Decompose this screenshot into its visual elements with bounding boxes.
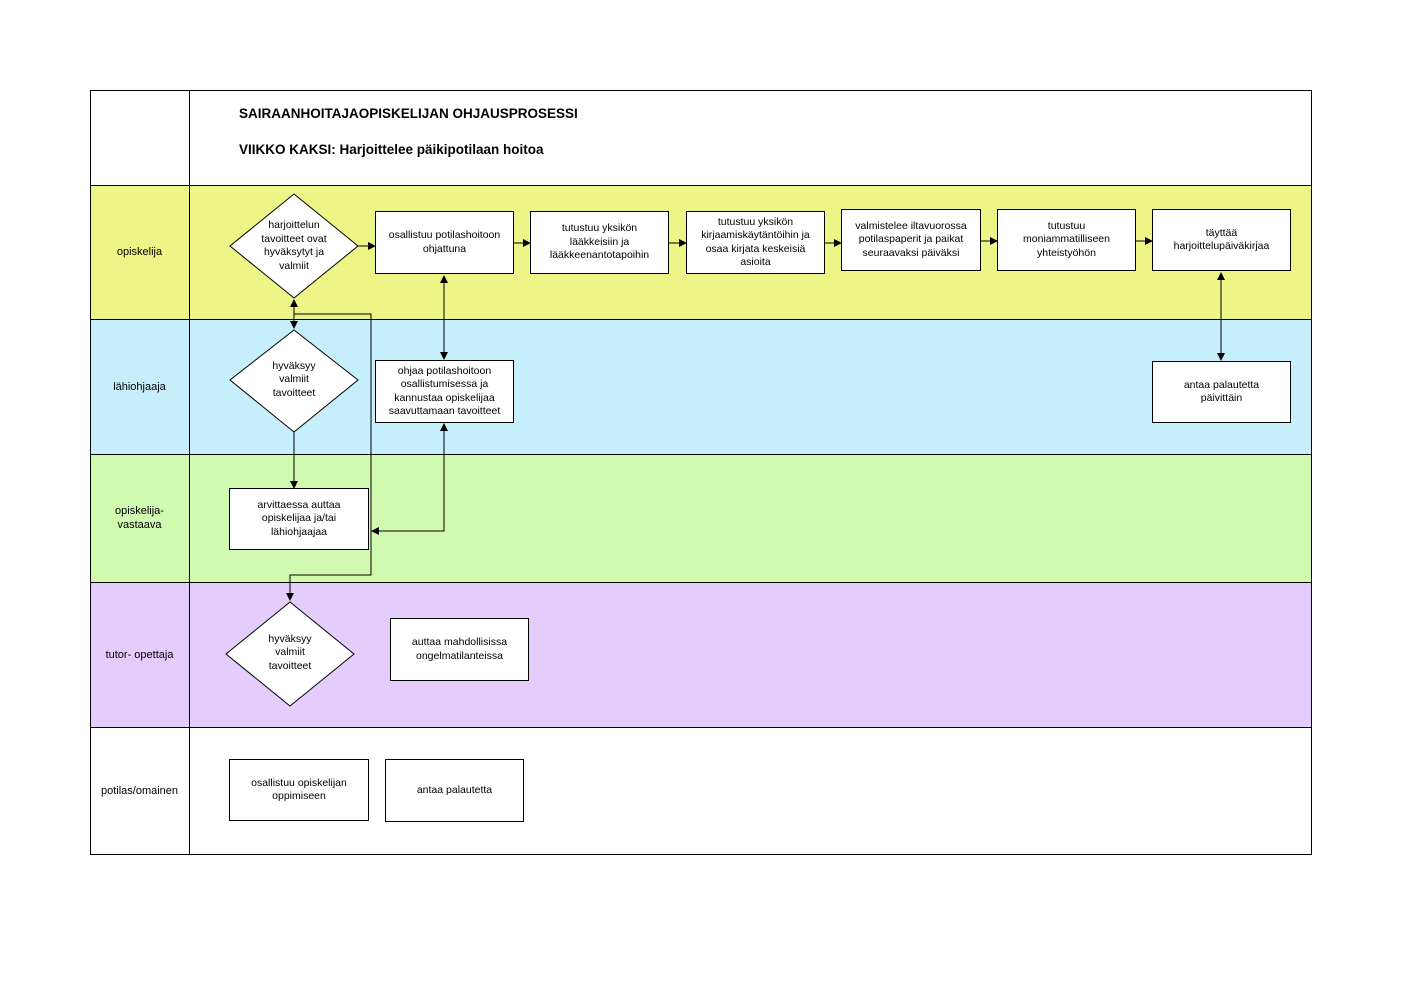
- diamond-student-goals: [229, 193, 359, 299]
- box-patient-feedback: antaa palautetta: [385, 759, 524, 822]
- diamond-text-supervisor-approves: hyväksyy valmiit tavoitteet: [272, 359, 316, 399]
- box-daily-feedback: antaa palautetta päivittäin: [1152, 361, 1291, 423]
- lane-label-lahiohjaaja: lähiohjaaja: [113, 380, 166, 393]
- box-evening-shift: valmistelee iltavuorossa potilaspaperit …: [841, 209, 981, 271]
- outer-frame: [90, 90, 1312, 855]
- diagram-title: SAIRAANHOITAJAOPISKELIJAN OHJAUSPROSESSI: [239, 106, 578, 121]
- box-diary: täyttää harjoittelupäiväkirjaa: [1152, 209, 1291, 271]
- diagram-subtitle: VIIKKO KAKSI: Harjoittelee päikipotilaan…: [239, 142, 544, 157]
- lane-label-opiskelija: opiskelija: [116, 246, 163, 258]
- diamond-tutor-approves: [225, 601, 355, 707]
- arrow-elbow: [286, 313, 372, 601]
- box-medicines: tutustuu yksikön lääkkeisiin ja lääkkeen…: [530, 211, 669, 274]
- box-participates-care: osallistuu potilashoitoon ohjattuna: [375, 211, 514, 274]
- box-patient-participates: osallistuu opiskelijan oppimiseen: [229, 759, 369, 821]
- diamond-text-tutor-approves: hyväksyy valmiit tavoitteet: [268, 632, 312, 672]
- box-documentation: tutustuu yksikön kirjaamiskäytäntöihin j…: [686, 211, 825, 274]
- box-multiprofessional: tutustuu moniammatilliseen yhteistyöhön: [997, 209, 1136, 271]
- box-problem-help: auttaa mahdollisissa ongelmatilanteissa: [390, 618, 529, 681]
- lane-label-potilas: potilas/omainen: [100, 785, 179, 797]
- lane-label-tutor: tutor- opettaja: [105, 648, 174, 661]
- diamond-text-student-goals: harjoittelun tavoitteet ovat hyväksytyt …: [261, 219, 327, 272]
- lane-label-opiskelijavastaava: opiskelija- vastaava: [115, 505, 164, 531]
- arrow-elbow: [371, 423, 448, 535]
- box-helps-assessment: arvittaessa auttaa opiskelijaa ja/tai lä…: [229, 488, 369, 550]
- box-guides-care: ohjaa potilashoitoon osallistumisessa ja…: [375, 360, 514, 423]
